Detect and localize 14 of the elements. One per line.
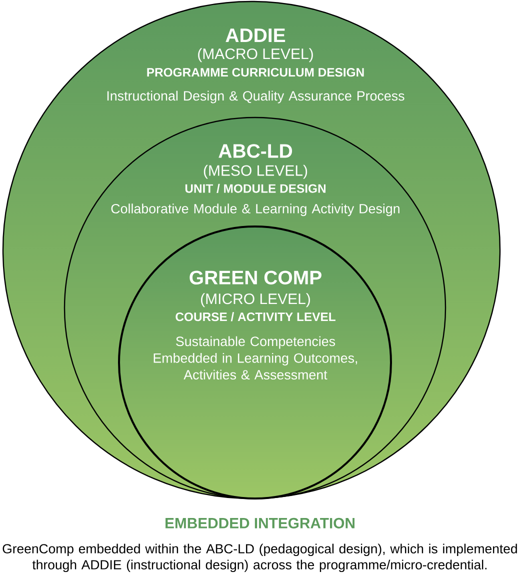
caption-text: GreenComp embedded within the ABC-LD (pedagogical design), which is implemented through ADDIE (instructional design) across the programme/micro-credential. — [2, 544, 517, 572]
level-subtitle: (MESO LEVEL) — [204, 164, 308, 179]
design-scope-label: UNIT / MODULE DESIGN — [185, 184, 326, 193]
level-title: ADDIE — [226, 28, 286, 42]
level-subtitle: (MACRO LEVEL) — [198, 48, 313, 62]
level-title: ABC-LD — [218, 144, 292, 158]
level-title: GREEN COMP — [190, 270, 322, 284]
design-scope-label: PROGRAMME CURRICULUM DESIGN — [147, 68, 364, 77]
description-text: Sustainable Competencies Embedded in Learning Outcomes, Activities & Assessment — [154, 336, 358, 380]
description-text: Instructional Design & Quality Assurance Process — [107, 90, 404, 104]
description-text: Collaborative Module & Learning Activity Design — [111, 204, 400, 216]
design-scope-label: COURSE / ACTIVITY LEVEL — [176, 312, 336, 322]
section-heading: EMBEDDED INTEGRATION — [166, 518, 354, 528]
level-subtitle: (MICRO LEVEL) — [201, 293, 310, 308]
